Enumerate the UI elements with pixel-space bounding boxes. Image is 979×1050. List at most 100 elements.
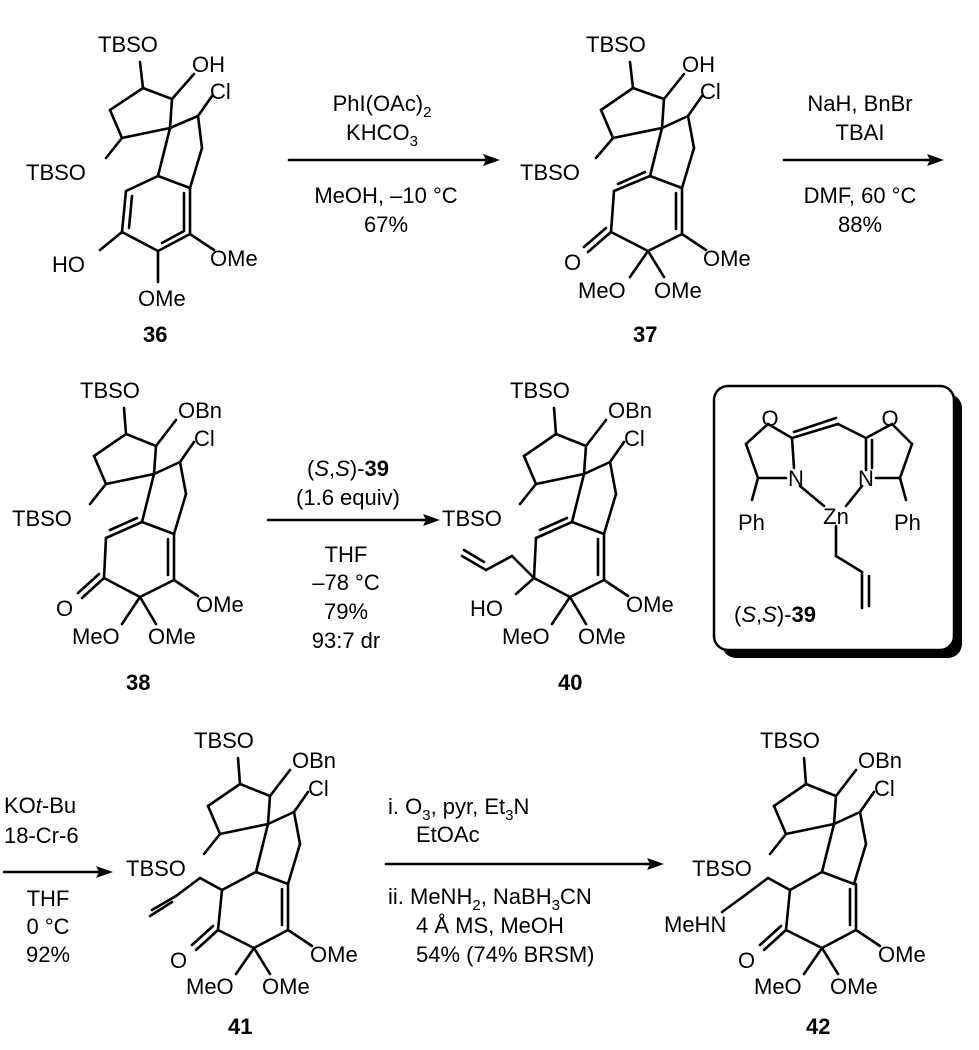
compound-42-bonds (720, 756, 882, 976)
compound-40-cl: Cl (624, 426, 645, 451)
arrow-4: KOt-Bu 18-Cr-6 THF 0 °C 92% (2, 793, 113, 967)
arrow-3-yield: 79% (324, 599, 368, 624)
compound-37-oh: OH (682, 52, 715, 77)
compound-40-meo: MeO (502, 624, 550, 649)
compound-40-bonds (460, 406, 630, 626)
reagent-39-bonds (744, 416, 914, 610)
compound-42-obn: OBn (858, 748, 902, 773)
compound-40-ome: OMe (578, 624, 626, 649)
reagent-39-box: O O N N Zn Ph Ph (S,S)-39 (712, 384, 962, 658)
compound-36-ome-bottom: OMe (138, 286, 186, 311)
compound-36-oh: OH (192, 52, 225, 77)
compound-42: TBSO OBn Cl TBSO MeHN O OMe MeO OMe 42 (664, 728, 926, 1039)
compound-36-tbso-top: TBSO (98, 32, 158, 57)
compound-41-tbso-left: TBSO (126, 856, 186, 881)
arrow-2-reagent-2: TBAI (836, 120, 885, 145)
compound-40-ho: HO (470, 596, 503, 621)
reagent-39-zn: Zn (823, 504, 849, 529)
arrow-1-reagent-1: PhI(OAc)2 (333, 91, 432, 121)
compound-36-ome-right: OMe (210, 246, 258, 271)
reagent-39-ph-right: Ph (894, 510, 921, 535)
compound-37-o: O (564, 250, 581, 275)
compound-42-ome: OMe (830, 974, 878, 999)
arrow-5: i. O3, pyr, Et3N EtOAc ii. MeNH2, NaBH3C… (384, 794, 664, 967)
arrow-5-step-2: ii. MeNH2, NaBH3CN (388, 884, 592, 914)
compound-37-tbso-left: TBSO (520, 160, 580, 185)
compound-41-ome: OMe (262, 974, 310, 999)
reagent-39-o-left: O (761, 406, 778, 431)
compound-42-o: O (738, 948, 755, 973)
compound-41-meo: MeO (186, 974, 234, 999)
reagent-39-n-left: N (788, 466, 804, 491)
compound-37-number: 37 (633, 322, 657, 347)
arrow-4-reagent-2: 18-Cr-6 (4, 823, 79, 848)
compound-42-mehn: MeHN (664, 912, 726, 937)
arrow-3: (S,S)-39 (1.6 equiv) THF –78 °C 79% 93:7… (266, 456, 440, 653)
reagent-39-ph-left: Ph (738, 510, 765, 535)
arrow-1-condition-1: MeOH, –10 °C (314, 183, 457, 208)
arrow-2-reagent-1: NaH, BnBr (807, 91, 912, 116)
compound-42-tbso-top: TBSO (760, 728, 820, 753)
compound-38-ome-right: OMe (196, 592, 244, 617)
compound-37-cl: Cl (700, 79, 721, 104)
arrow-3-condition-2: –78 °C (312, 570, 380, 595)
compound-40-tbso-left: TBSO (442, 506, 502, 531)
arrow-5-yield: 54% (74% BRSM) (416, 942, 595, 967)
compound-40-tbso-top: TBSO (510, 378, 570, 403)
arrow-4-condition-2: 0 °C (26, 914, 69, 939)
compound-42-ome-right: OMe (878, 942, 926, 967)
arrow-5-step-1: i. O3, pyr, Et3N (388, 794, 529, 824)
compound-36-number: 36 (143, 322, 167, 347)
compound-42-cl: Cl (874, 776, 895, 801)
arrow-3-reagent-2: (1.6 equiv) (296, 485, 400, 510)
compound-41-ome-right: OMe (310, 942, 358, 967)
compound-38-tbso-left: TBSO (12, 506, 72, 531)
arrow-3-dr: 93:7 dr (312, 628, 381, 653)
compound-41-obn: OBn (292, 748, 336, 773)
compound-36-cl: Cl (210, 79, 231, 104)
arrow-2-condition-1: DMF, 60 °C (804, 183, 917, 208)
compound-37-ome-right: OMe (703, 246, 751, 271)
compound-38: TBSO OBn Cl TBSO O OMe MeO OMe 38 (12, 378, 244, 695)
compound-37: TBSO OH Cl TBSO O OMe MeO OMe 37 (520, 32, 751, 347)
compound-38-number: 38 (126, 670, 150, 695)
compound-40: TBSO OBn Cl TBSO HO OMe MeO OMe 40 (442, 378, 674, 695)
arrow-4-condition-1: THF (27, 886, 70, 911)
arrow-5-step-2-conditions: 4 Å MS, MeOH (416, 913, 564, 938)
compound-36-bonds (98, 60, 216, 284)
compound-37-tbso-top: TBSO (586, 32, 646, 57)
compound-42-tbso-left: TBSO (692, 856, 752, 881)
arrow-4-yield: 92% (26, 942, 70, 967)
compound-38-ome: OMe (148, 624, 196, 649)
compound-38-cl: Cl (194, 426, 215, 451)
compound-41-number: 41 (228, 1014, 252, 1039)
reagent-39-number: 39 (791, 602, 815, 627)
arrow-1-reagent-2: KHCO3 (346, 120, 418, 150)
compound-38-bonds (76, 406, 200, 626)
arrow-5-step-1-solvent: EtOAc (416, 822, 480, 847)
arrow-2-yield: 88% (838, 212, 882, 237)
arrow-1: PhI(OAc)2 KHCO3 MeOH, –10 °C 67% (287, 91, 500, 237)
reagent-39-n-right: N (858, 466, 874, 491)
arrow-2: NaH, BnBr TBAI DMF, 60 °C 88% (782, 91, 944, 237)
arrow-1-yield: 67% (364, 212, 408, 237)
compound-41-tbso-top: TBSO (194, 728, 254, 753)
compound-41-cl: Cl (308, 776, 329, 801)
compound-40-number: 40 (558, 670, 582, 695)
compound-42-meo: MeO (754, 974, 802, 999)
compound-41: TBSO OBn Cl TBSO O OMe MeO OMe 41 (126, 728, 358, 1039)
arrow-3-reagent-1: (S,S)-39 (307, 456, 389, 481)
arrow-4-reagent-1: KOt-Bu (4, 793, 76, 818)
reagent-39-caption: (S,S)-39 (734, 602, 816, 627)
reagent-39-o-right: O (881, 406, 898, 431)
compound-41-o: O (170, 948, 187, 973)
compound-36-ho: HO (52, 252, 85, 277)
compound-40-ome-right: OMe (626, 592, 674, 617)
compound-41-bonds (148, 756, 314, 976)
compound-37-meo: MeO (578, 278, 626, 303)
compound-37-ome: OMe (654, 278, 702, 303)
compound-38-obn: OBn (178, 398, 222, 423)
compound-38-meo: MeO (72, 624, 120, 649)
compound-37-bonds (582, 60, 708, 279)
